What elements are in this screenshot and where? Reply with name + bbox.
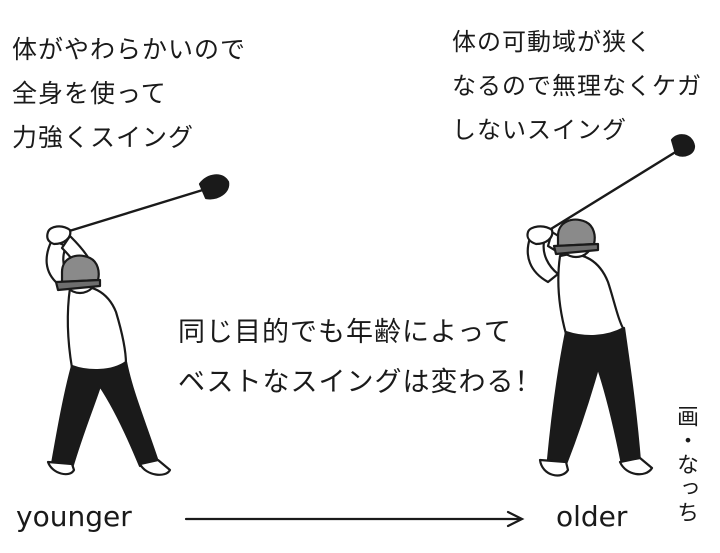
older-cap-brim <box>552 242 600 256</box>
older-cap <box>556 218 596 248</box>
caption-center-line-2: ベストなスイングは変わる！ <box>178 367 543 398</box>
caption-younger-line-2: 全身を使って <box>12 79 167 108</box>
caption-older: 体の可動域が狭く なるので無理なくケガ しないスイング <box>452 20 702 152</box>
young-golfer-figure <box>45 174 230 476</box>
caption-older-line-2: なるので無理なくケガ <box>452 72 702 100</box>
age-arrow <box>184 510 525 528</box>
young-club-head <box>198 174 230 200</box>
young-pants <box>50 360 160 470</box>
caption-younger-line-1: 体がやわらかいので <box>12 35 247 64</box>
young-club-shaft <box>64 187 208 234</box>
label-older: older <box>556 500 628 533</box>
young-cap-brim <box>54 278 102 292</box>
older-pants <box>546 326 642 466</box>
caption-center-line-1: 同じ目的でも年齢によって <box>178 317 512 348</box>
age-arrow-head <box>506 510 525 528</box>
caption-older-line-3: しないスイング <box>452 116 627 144</box>
young-hands <box>46 225 72 246</box>
older-shirt <box>557 253 626 339</box>
older-shoe-left <box>538 458 570 477</box>
older-hands <box>526 225 554 246</box>
caption-younger-line-3: 力強くスイング <box>12 123 195 152</box>
older-club-shaft <box>544 146 684 234</box>
caption-younger: 体がやわらかいので 全身を使って 力強くスイング <box>12 28 246 160</box>
older-golfer-figure <box>526 134 696 477</box>
young-cap <box>60 254 100 284</box>
label-younger: younger <box>16 500 132 533</box>
older-shoe-right <box>618 456 654 476</box>
young-shoe-right <box>138 458 172 476</box>
young-shoe-left <box>46 460 76 476</box>
illustrator-credit: 画・なっち <box>673 405 698 525</box>
caption-center: 同じ目的でも年齢によって ベストなスイングは変わる！ <box>178 308 543 408</box>
young-shirt <box>66 285 128 373</box>
caption-older-line-1: 体の可動域が狭く <box>452 28 652 56</box>
older-club-head <box>670 134 696 157</box>
